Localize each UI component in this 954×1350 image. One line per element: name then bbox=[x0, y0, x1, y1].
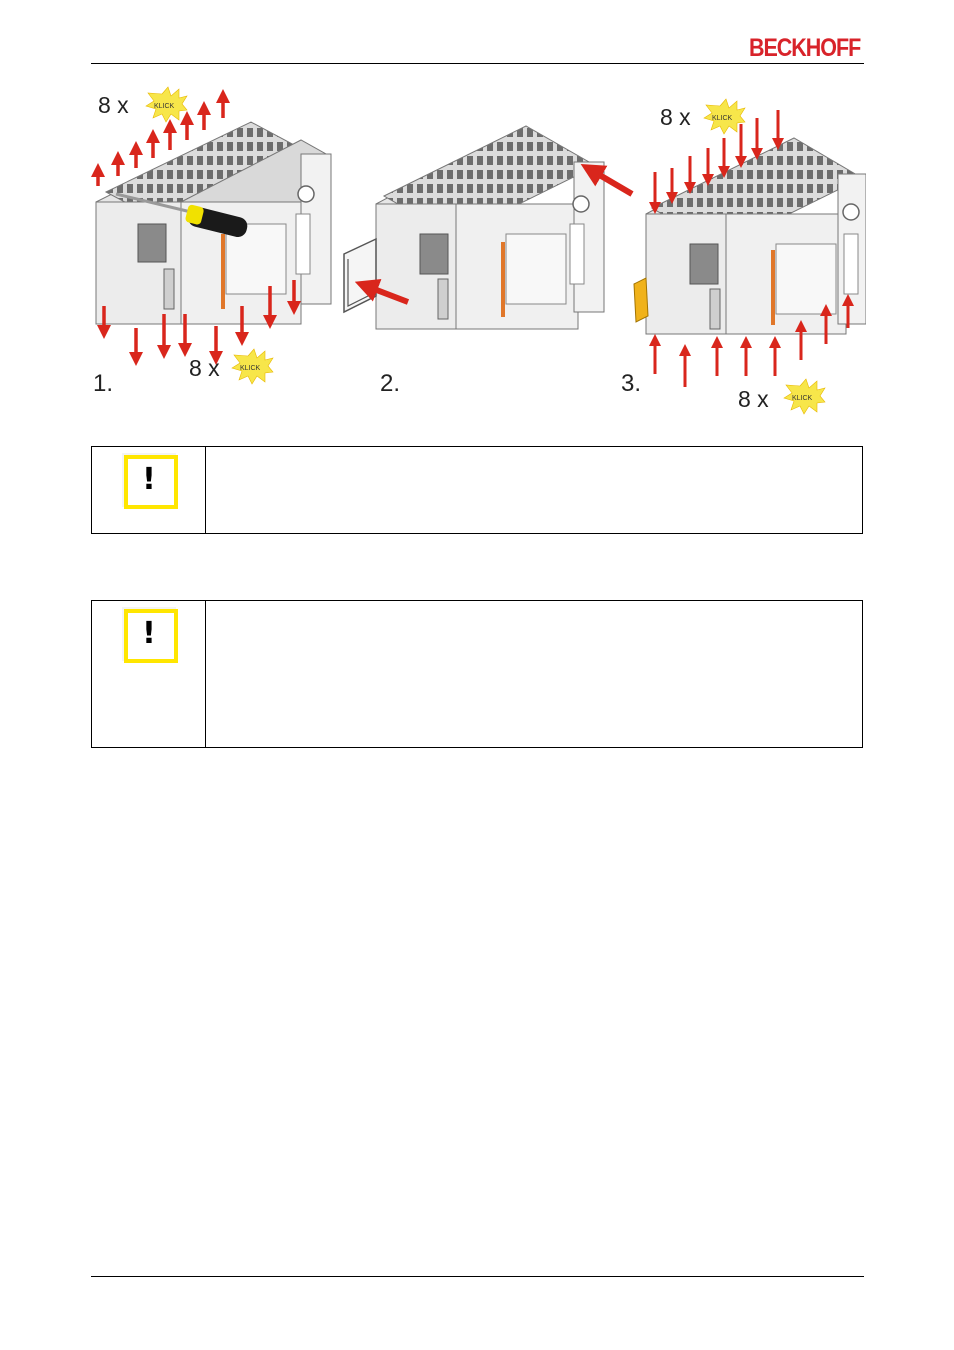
step-1-top-count: 8 x bbox=[98, 92, 129, 118]
footer-rule bbox=[91, 1276, 864, 1277]
arrow-left-icon bbox=[354, 279, 410, 305]
brand-logo: BECKHOFF bbox=[749, 34, 861, 62]
attention-frame bbox=[124, 609, 178, 663]
burst-text: KLICK bbox=[792, 395, 813, 402]
device-step-3 bbox=[633, 137, 866, 335]
step-2-label: 2. bbox=[380, 370, 400, 397]
step-2-group: 2. bbox=[343, 125, 634, 397]
klick-burst-icon: KLICK bbox=[145, 86, 188, 123]
burst-text: KLICK bbox=[154, 103, 175, 110]
arrows-step-2 bbox=[354, 163, 634, 305]
arrows-down-step-1 bbox=[97, 280, 301, 366]
step-3-group: 8 x KLICK bbox=[621, 98, 866, 415]
burst-text: KLICK bbox=[712, 115, 733, 122]
attention-icon: ! bbox=[122, 453, 178, 509]
device-step-1 bbox=[95, 121, 332, 325]
burst-text: KLICK bbox=[240, 365, 261, 372]
arrows-up-step-3 bbox=[649, 294, 854, 387]
step-1-label: 1. bbox=[93, 370, 113, 397]
step-3-label: 3. bbox=[621, 370, 641, 397]
note-icon-cell: ! bbox=[92, 601, 206, 747]
mounting-figure: 8 x KLICK bbox=[86, 84, 866, 418]
note-text-cell bbox=[206, 601, 862, 747]
arrow-left-icon bbox=[580, 163, 634, 197]
exclamation-mark: ! bbox=[142, 616, 156, 651]
device-step-2 bbox=[343, 125, 605, 330]
attention-note-2: ! bbox=[91, 600, 863, 748]
step-3-top-count: 8 x bbox=[660, 104, 691, 130]
arrows-up-step-1 bbox=[91, 89, 230, 186]
step-3-bottom-count: 8 x bbox=[738, 386, 769, 412]
exclamation-mark: ! bbox=[142, 462, 156, 497]
note-icon-cell: ! bbox=[92, 447, 206, 533]
attention-frame bbox=[124, 455, 178, 509]
step-1-bottom-count: 8 x bbox=[189, 355, 220, 381]
header-rule bbox=[91, 63, 864, 64]
attention-note-1: ! bbox=[91, 446, 863, 534]
mounting-illustration: 8 x KLICK bbox=[91, 86, 866, 415]
step-1-group: 8 x KLICK bbox=[91, 86, 332, 397]
klick-burst-icon: KLICK bbox=[783, 378, 826, 415]
note-text-cell bbox=[206, 447, 862, 533]
klick-burst-icon: KLICK bbox=[703, 98, 746, 135]
attention-icon: ! bbox=[122, 607, 178, 663]
arrows-down-step-3 bbox=[649, 110, 784, 214]
klick-burst-icon: KLICK bbox=[231, 348, 274, 385]
